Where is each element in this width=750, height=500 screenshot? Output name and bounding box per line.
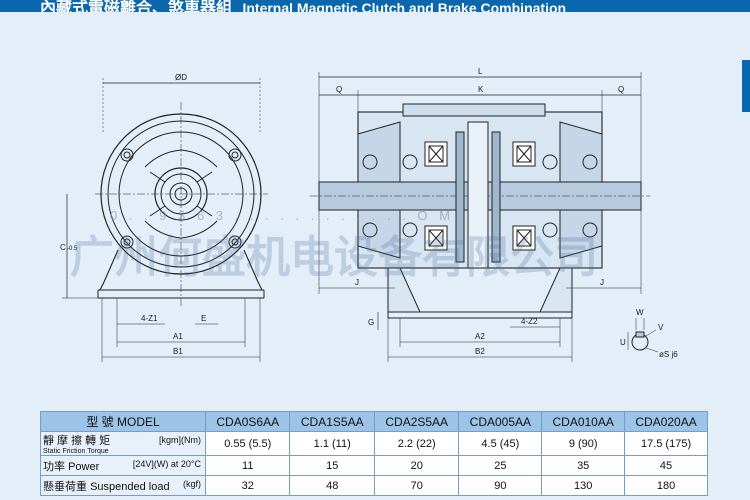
row-unit: [24V](W) at 20°C bbox=[132, 459, 201, 469]
table-row: 靜 摩 擦 轉 矩 Static Friction Torque [kgm](N… bbox=[40, 431, 708, 456]
label-j-right: J bbox=[600, 278, 604, 287]
side-view bbox=[310, 72, 650, 362]
table-cell: 9 (90) bbox=[541, 431, 626, 456]
row-label-en: Suspended load bbox=[90, 480, 170, 493]
model-cell: CDA005AA bbox=[458, 411, 543, 432]
model-label-en: MODEL bbox=[117, 415, 160, 429]
label-c-tol: -0.5 bbox=[67, 246, 78, 252]
label-k: K bbox=[478, 85, 484, 94]
row-label-en: Power bbox=[68, 460, 100, 473]
row-label-zh: 靜 摩 擦 轉 矩 bbox=[43, 435, 111, 447]
table-row: 懸垂荷重 Suspended load (kgf) 32 48 70 90 13… bbox=[40, 475, 708, 496]
shaft-key-detail bbox=[627, 318, 659, 353]
table-cell: 130 bbox=[541, 475, 626, 496]
table-cell: 0.55 (5.5) bbox=[204, 431, 291, 456]
table-cell: 17.5 (175) bbox=[624, 431, 708, 456]
table-cell: 70 bbox=[373, 475, 460, 496]
label-g: G bbox=[368, 318, 374, 327]
row-label-zh: 功率 bbox=[43, 460, 65, 473]
table-cell: 25 bbox=[458, 455, 543, 476]
model-cell: CDA1S5AA bbox=[289, 411, 375, 432]
title-english: Internal Magnetic Clutch and Brake Combi… bbox=[242, 0, 567, 12]
table-cell: 1.1 (11) bbox=[289, 431, 375, 456]
model-cell: CDA020AA bbox=[624, 411, 708, 432]
table-row: 功率 Power [24V](W) at 20°C 11 15 20 25 35… bbox=[40, 455, 708, 476]
table-cell: 20 bbox=[373, 455, 460, 476]
label-a2: A2 bbox=[475, 332, 485, 341]
label-z1: 4-Z1 bbox=[141, 314, 158, 323]
label-c: C bbox=[60, 243, 66, 252]
label-q-right: Q bbox=[618, 85, 624, 94]
row-label: 靜 摩 擦 轉 矩 Static Friction Torque [kgm](N… bbox=[40, 431, 206, 456]
spec-table: 型 號 MODEL CDA0S6AA CDA1S5AA CDA2S5AA CDA… bbox=[40, 411, 708, 496]
label-u: U bbox=[620, 338, 626, 347]
watermark-phone: 0 . . 9 3 6 3 . . . . . . . . . . . . O … bbox=[110, 208, 454, 223]
table-cell: 11 bbox=[204, 455, 291, 476]
row-unit: (kgf) bbox=[183, 479, 201, 489]
model-header: 型 號 MODEL bbox=[40, 411, 206, 432]
label-od: ØD bbox=[175, 73, 187, 82]
table-cell: 15 bbox=[289, 455, 375, 476]
label-z2: 4-Z2 bbox=[521, 317, 538, 326]
label-e: E bbox=[201, 314, 206, 323]
model-cell: CDA0S6AA bbox=[204, 411, 291, 432]
front-view bbox=[62, 78, 268, 362]
section-title: 內藏式電磁離合、煞車器組 Internal Magnetic Clutch an… bbox=[40, 0, 566, 12]
label-b1: B1 bbox=[173, 347, 183, 356]
side-tab bbox=[742, 60, 750, 112]
table-header-row: 型 號 MODEL CDA0S6AA CDA1S5AA CDA2S5AA CDA… bbox=[40, 411, 708, 432]
label-s: øS j6 bbox=[659, 350, 678, 359]
table-cell: 35 bbox=[541, 455, 626, 476]
watermark-company: 广州何盛机电设备有限公司 bbox=[70, 232, 598, 283]
technical-drawing: ØD C -0.5 4-Z1 E A1 B1 bbox=[60, 67, 678, 362]
row-label-en: Static Friction Torque bbox=[43, 448, 109, 455]
table-cell: 2.2 (22) bbox=[373, 431, 460, 456]
table-cell: 48 bbox=[289, 475, 375, 496]
model-cell: CDA010AA bbox=[541, 411, 626, 432]
label-q-left: Q bbox=[336, 85, 342, 94]
table-cell: 180 bbox=[624, 475, 708, 496]
label-l: L bbox=[478, 67, 483, 76]
label-j-left: J bbox=[355, 278, 359, 287]
table-cell: 90 bbox=[458, 475, 543, 496]
model-label-zh: 型 號 bbox=[86, 415, 114, 429]
row-label: 懸垂荷重 Suspended load (kgf) bbox=[40, 475, 206, 496]
section-header: 內藏式電磁離合、煞車器組 Internal Magnetic Clutch an… bbox=[0, 0, 750, 12]
table-cell: 4.5 (45) bbox=[458, 431, 543, 456]
title-chinese: 內藏式電磁離合、煞車器組 bbox=[40, 0, 233, 12]
table-cell: 32 bbox=[204, 475, 291, 496]
row-unit: [kgm](Nm) bbox=[159, 435, 201, 445]
label-w: W bbox=[636, 308, 644, 317]
label-v: V bbox=[658, 323, 664, 332]
row-label: 功率 Power [24V](W) at 20°C bbox=[40, 455, 206, 476]
model-cell: CDA2S5AA bbox=[373, 411, 460, 432]
label-b2: B2 bbox=[475, 347, 485, 356]
row-label-zh: 懸垂荷重 bbox=[43, 480, 87, 493]
table-cell: 45 bbox=[624, 455, 708, 476]
label-a1: A1 bbox=[173, 332, 183, 341]
